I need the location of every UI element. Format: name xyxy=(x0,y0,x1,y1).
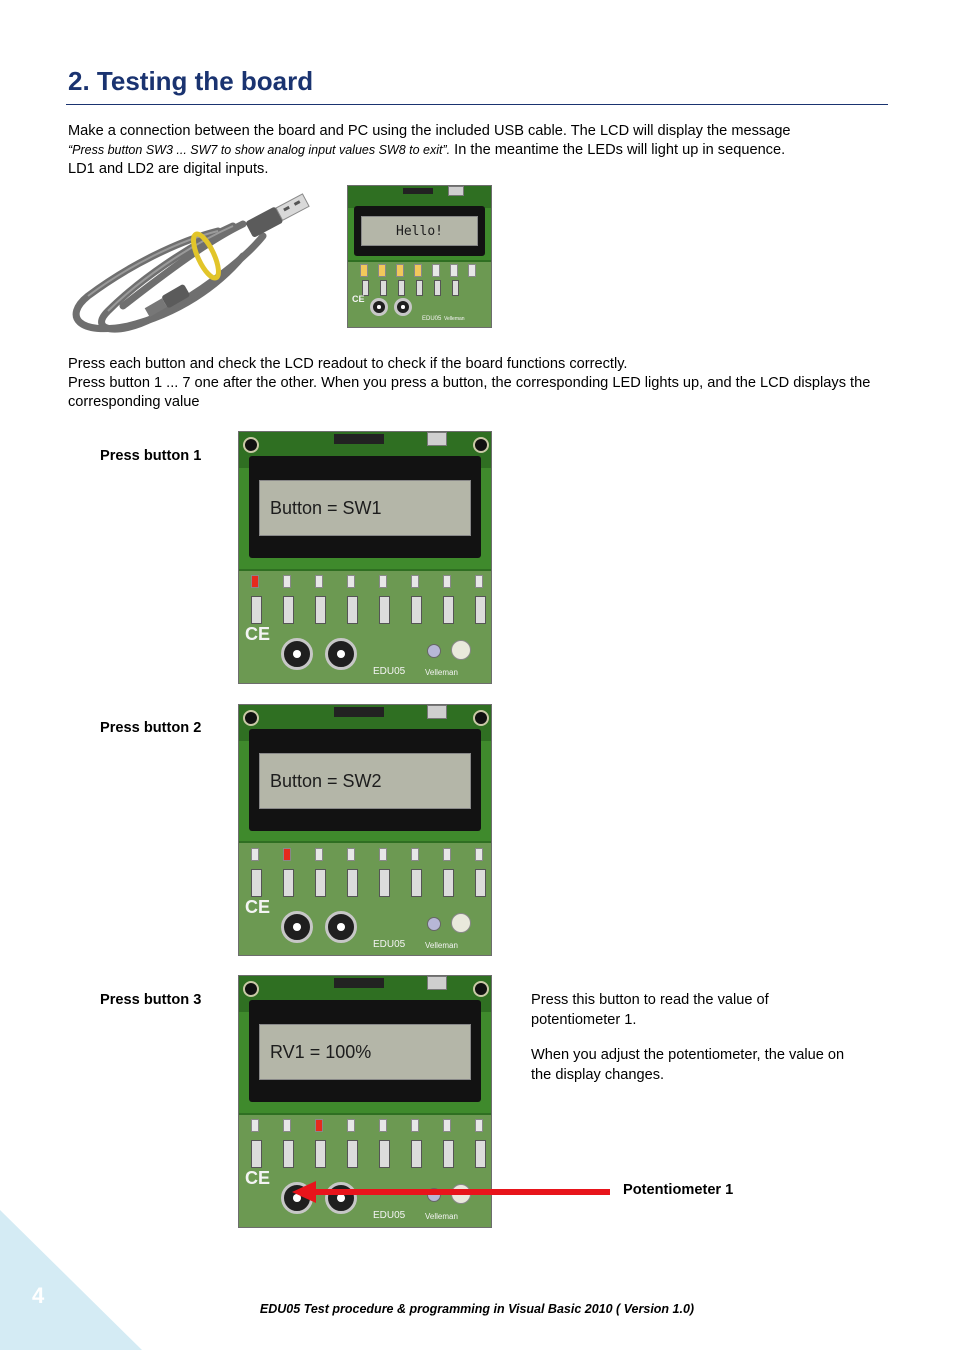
lcd-display-step-1: Button = SW1 xyxy=(259,480,471,536)
instructions-paragraph: Press each button and check the LCD read… xyxy=(68,355,898,412)
intro-quote: “Press button SW3 ... SW7 to show analog… xyxy=(68,143,451,157)
board-brand: Velleman xyxy=(425,941,458,950)
ce-mark: CE xyxy=(245,897,271,917)
board-name: EDU05 xyxy=(373,939,406,950)
board-brand: Velleman xyxy=(425,1212,458,1221)
intro-line-2: In the meantime the LEDs will light up i… xyxy=(450,142,786,158)
heading-rule xyxy=(66,104,888,105)
board-brand: Velleman xyxy=(425,668,458,677)
intro-line-3: LD1 and LD2 are digital inputs. xyxy=(68,161,269,177)
footer-text: EDU05 Test procedure & programming in Vi… xyxy=(259,1302,695,1316)
board-name: EDU05 xyxy=(422,316,442,322)
page-corner-decoration xyxy=(0,1210,142,1350)
potentiometer-2 xyxy=(325,911,357,943)
page-number: 4 xyxy=(32,1283,45,1308)
potentiometer-2 xyxy=(325,1182,357,1214)
ce-mark: CE xyxy=(245,1168,271,1188)
board-photo-step-3: RV1 = 100% CE EDU05 Velleman xyxy=(238,975,492,1228)
potentiometer-1 xyxy=(281,638,313,670)
step-3-note-2: When you adjust the potentiometer, the v… xyxy=(531,1047,845,1083)
step-1-label: Press button 1 xyxy=(100,448,202,464)
board-brand: Velleman xyxy=(444,316,465,322)
step-3-label: Press button 3 xyxy=(100,992,202,1008)
board-photo-hello: Hello! CE EDU05 Velleman xyxy=(347,185,492,328)
board-name: EDU05 xyxy=(373,1210,406,1221)
intro-line-1: Make a connection between the board and … xyxy=(68,123,791,139)
lcd-display-step-2: Button = SW2 xyxy=(259,753,471,809)
step-2-label: Press button 2 xyxy=(100,720,202,736)
usb-cable-image xyxy=(72,193,310,333)
potentiometer-1 xyxy=(281,911,313,943)
step-3-note-1: Press this button to read the value of p… xyxy=(531,992,769,1028)
ce-mark: CE xyxy=(245,624,271,644)
lcd-display-hello: Hello! xyxy=(361,216,478,246)
potentiometer-1-label: Potentiometer 1 xyxy=(623,1182,734,1198)
board-photo-step-2: Button = SW2 CE EDU05 Velleman xyxy=(238,704,492,956)
instructions-line-2: Press button 1 ... 7 one after the other… xyxy=(68,375,871,410)
intro-paragraph: Make a connection between the board and … xyxy=(68,122,898,179)
board-photo-step-1: Button = SW1 CE EDU05 Velleman xyxy=(238,431,492,684)
potentiometer-2 xyxy=(325,638,357,670)
board-name: EDU05 xyxy=(373,666,406,677)
pointer-arrow xyxy=(292,1181,610,1203)
lcd-display-step-3: RV1 = 100% xyxy=(259,1024,471,1080)
instructions-line-1: Press each button and check the LCD read… xyxy=(68,356,628,372)
section-heading: 2. Testing the board xyxy=(68,66,314,96)
ce-mark: CE xyxy=(352,294,365,304)
